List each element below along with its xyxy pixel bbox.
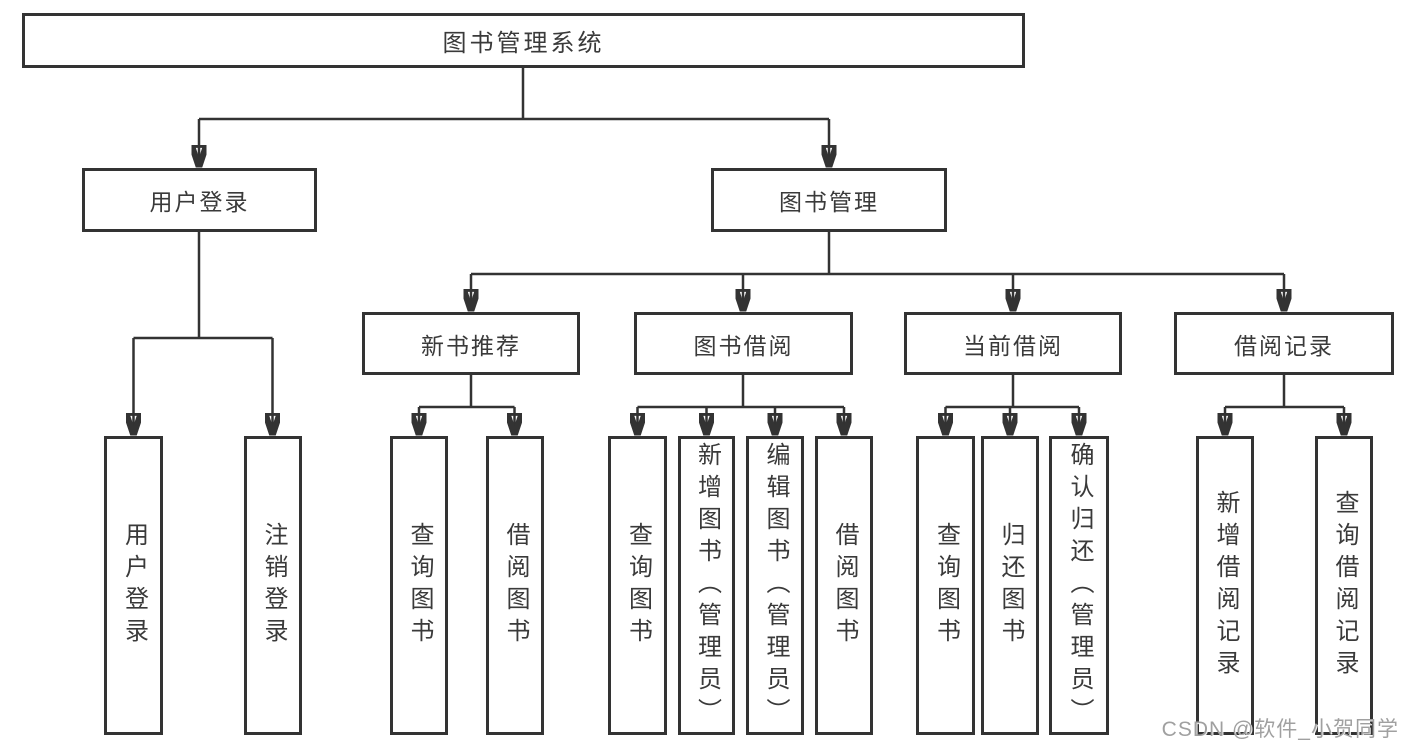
leaf-query-borrow-record: 查询借阅记录 bbox=[1315, 436, 1373, 735]
node-user-login-label: 用户登录 bbox=[149, 189, 250, 215]
connector-book-mgmt-bus bbox=[471, 232, 1284, 276]
leaf-add-borrow-record: 新增借阅记录 bbox=[1196, 436, 1254, 735]
leaf-logout: 注销登录 bbox=[244, 436, 302, 735]
node-book-borrowing: 图书借阅 bbox=[634, 312, 853, 375]
leaf-return-book: 归还图书 bbox=[981, 436, 1039, 735]
node-new-book-recommend-label: 新书推荐 bbox=[421, 332, 521, 359]
leaf-edit-book-admin: 编辑图书（管理员） bbox=[746, 436, 804, 735]
leaf-user-login: 用户登录 bbox=[104, 436, 163, 735]
leaf-add-book-admin: 新增图书（管理员） bbox=[678, 436, 735, 735]
node-current-borrowing-label: 当前借阅 bbox=[963, 332, 1063, 359]
leaf-edit-book-admin-label: 编辑图书（管理员） bbox=[762, 441, 789, 730]
leaf-query-books-1: 查询图书 bbox=[390, 436, 448, 735]
node-book-management-label: 图书管理 bbox=[779, 189, 879, 215]
leaf-logout-label: 注销登录 bbox=[260, 521, 287, 650]
leaf-add-borrow-record-label: 新增借阅记录 bbox=[1212, 489, 1239, 682]
connector-current-borrow-bus bbox=[945, 375, 1079, 409]
leaf-borrow-books-1-label: 借阅图书 bbox=[502, 521, 529, 650]
leaf-return-book-label: 归还图书 bbox=[997, 521, 1024, 650]
node-borrowing-records-label: 借阅记录 bbox=[1234, 332, 1334, 359]
node-root-label: 图书管理系统 bbox=[442, 30, 605, 57]
node-new-book-recommend: 新书推荐 bbox=[362, 312, 580, 375]
leaf-user-login-label: 用户登录 bbox=[120, 521, 148, 650]
leaf-query-books-2: 查询图书 bbox=[608, 436, 667, 735]
leaf-add-book-admin-label: 新增图书（管理员） bbox=[693, 441, 721, 730]
node-root: 图书管理系统 bbox=[22, 13, 1025, 68]
leaf-query-books-1-label: 查询图书 bbox=[406, 521, 433, 650]
leaf-borrow-books-1: 借阅图书 bbox=[486, 436, 544, 735]
leaf-confirm-return-admin: 确认归还（管理员） bbox=[1049, 436, 1109, 735]
node-book-management: 图书管理 bbox=[711, 168, 947, 232]
node-borrowing-records: 借阅记录 bbox=[1174, 312, 1394, 375]
leaf-query-books-3: 查询图书 bbox=[916, 436, 975, 735]
connector-user-login-bus bbox=[133, 232, 273, 340]
leaf-borrow-books-2: 借阅图书 bbox=[815, 436, 873, 735]
leaf-borrow-books-2-label: 借阅图书 bbox=[831, 521, 858, 650]
connector-root-bus bbox=[199, 67, 829, 121]
leaf-query-borrow-record-label: 查询借阅记录 bbox=[1331, 489, 1358, 682]
leaf-query-books-3-label: 查询图书 bbox=[932, 521, 960, 650]
watermark: CSDN @软件_小贺同学 bbox=[1161, 718, 1399, 741]
connector-new-book-bus bbox=[419, 375, 515, 409]
connector-borrow-record-bus bbox=[1225, 375, 1344, 409]
node-user-login: 用户登录 bbox=[82, 168, 317, 232]
connector-book-borrow-bus bbox=[637, 375, 844, 409]
node-current-borrowing: 当前借阅 bbox=[904, 312, 1122, 375]
leaf-confirm-return-admin-label: 确认归还（管理员） bbox=[1066, 441, 1093, 730]
node-book-borrowing-label: 图书借阅 bbox=[693, 332, 794, 359]
leaf-query-books-2-label: 查询图书 bbox=[624, 521, 652, 650]
